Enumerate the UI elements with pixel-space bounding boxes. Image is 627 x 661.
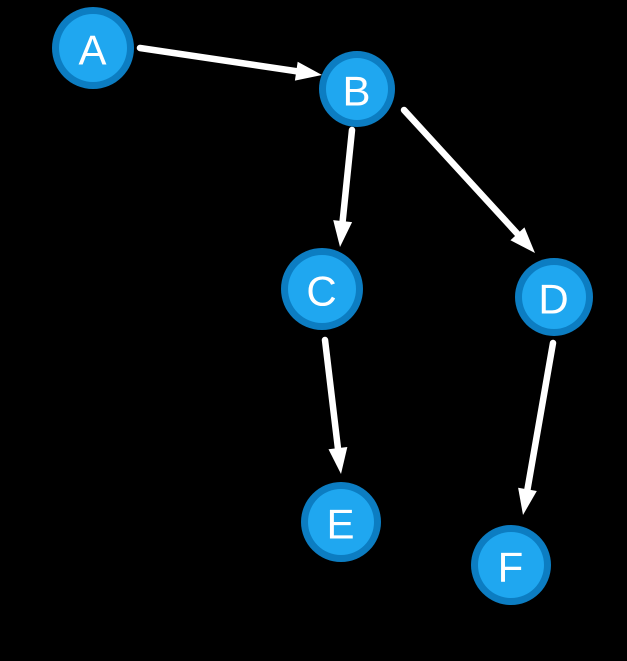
edge-B-D bbox=[400, 106, 535, 253]
edge-line-D-F bbox=[523, 339, 557, 495]
node-body-B bbox=[326, 58, 388, 120]
node-E[interactable]: E bbox=[301, 482, 381, 562]
edge-line-B-C bbox=[339, 126, 356, 227]
arrowhead-icon-B-D bbox=[510, 227, 535, 253]
edge-D-F bbox=[518, 339, 557, 515]
node-body-F bbox=[478, 532, 544, 598]
arrowhead-icon-C-E bbox=[328, 447, 348, 474]
node-D[interactable]: D bbox=[515, 258, 593, 336]
node-body-A bbox=[59, 14, 127, 82]
node-label-F: F bbox=[498, 544, 525, 591]
node-label-D: D bbox=[538, 276, 569, 323]
node-A[interactable]: A bbox=[52, 7, 134, 89]
arrowhead-icon-D-F bbox=[518, 487, 537, 515]
edge-line-C-E bbox=[321, 336, 342, 454]
node-body-C bbox=[288, 255, 356, 323]
arrowhead-icon-A-B bbox=[294, 61, 322, 81]
edge-B-C bbox=[333, 126, 356, 247]
edges-layer bbox=[136, 44, 557, 515]
node-body-D bbox=[522, 265, 586, 329]
nodes-layer: A B C D E F bbox=[52, 7, 593, 605]
arrowhead-icon-B-C bbox=[333, 220, 353, 247]
edge-C-E bbox=[321, 336, 348, 474]
node-body-E bbox=[308, 489, 374, 555]
node-B[interactable]: B bbox=[319, 51, 395, 127]
node-label-E: E bbox=[326, 501, 355, 548]
node-F[interactable]: F bbox=[471, 525, 551, 605]
node-label-A: A bbox=[78, 27, 107, 74]
edge-line-A-B bbox=[136, 44, 302, 75]
node-C[interactable]: C bbox=[281, 248, 363, 330]
node-label-B: B bbox=[342, 68, 371, 115]
edge-line-B-D bbox=[400, 106, 523, 239]
node-label-C: C bbox=[306, 268, 337, 315]
edge-A-B bbox=[136, 44, 322, 81]
